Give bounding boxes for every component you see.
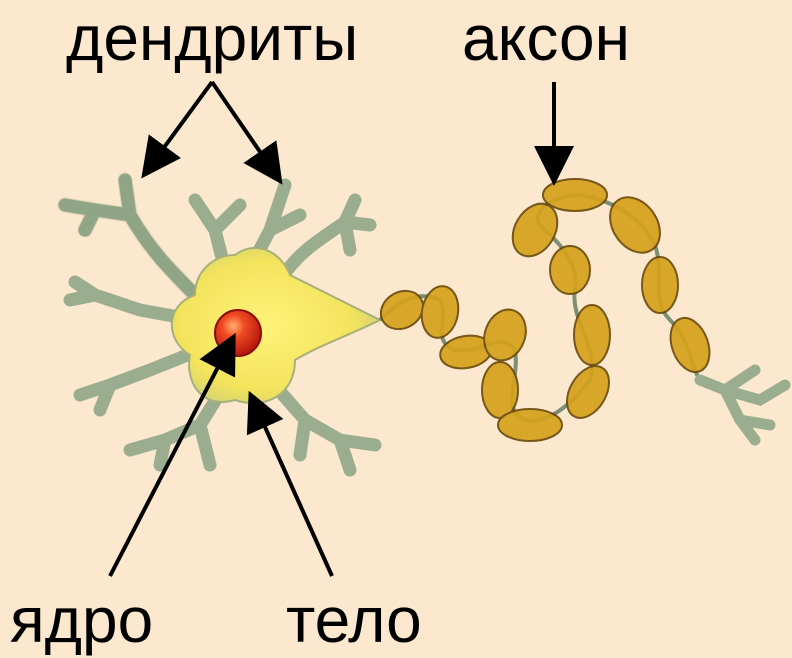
myelin-sheath — [374, 179, 717, 441]
nucleus — [215, 310, 261, 356]
cell-body — [172, 248, 380, 403]
arrow-dendrite-left — [146, 82, 212, 172]
axon-terminal — [700, 370, 785, 440]
arrow-dendrite-right — [212, 82, 278, 178]
